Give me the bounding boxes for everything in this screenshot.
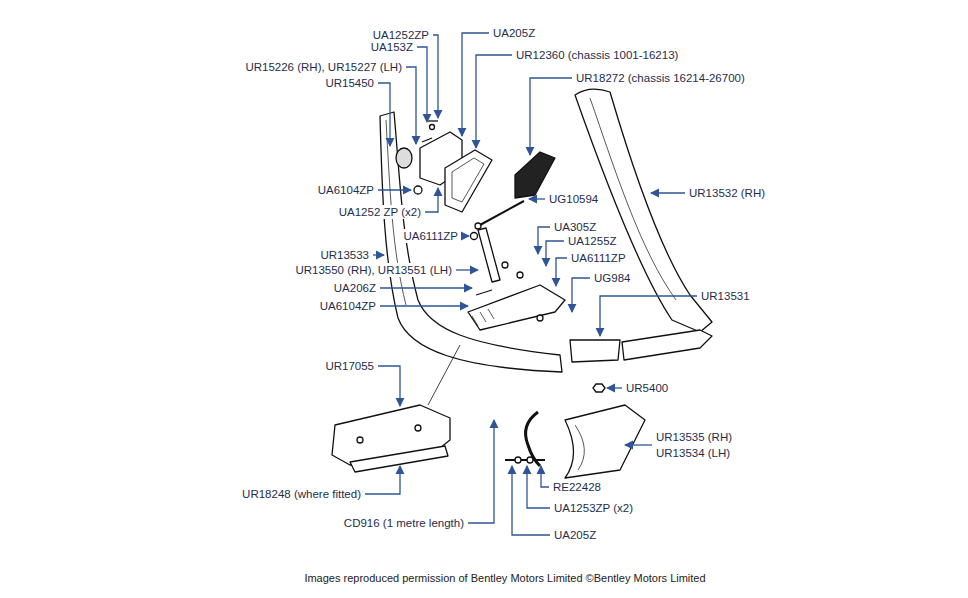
part-number: UA205Z [492, 26, 536, 40]
part-number: UA153Z [370, 40, 414, 54]
part-number: UG984 [593, 271, 631, 285]
part-number: UG10594 [548, 192, 599, 206]
part-number: UR13550 (RH), UR13551 (LH) [294, 263, 453, 277]
part-number: UR13532 (RH) [688, 186, 766, 200]
part-number: UA1253ZP (x2) [553, 501, 634, 515]
part-number: RE22428 [552, 480, 602, 494]
part-number: UA6104ZP [317, 183, 375, 197]
part-number: UR13533 [319, 248, 370, 262]
part-number: UR17055 [324, 359, 375, 373]
part-number: UR15226 (RH), UR15227 (LH) [244, 60, 403, 74]
part-number: UA205Z [553, 528, 597, 542]
copyright-caption: Images reproduced permission of Bentley … [304, 571, 705, 585]
part-number: UA305Z [553, 220, 597, 234]
part-number: UA1255Z [567, 234, 618, 248]
part-number: UR13535 (RH) [655, 430, 733, 444]
part-number: UA6111ZP [570, 251, 627, 265]
leader-lines [365, 33, 697, 535]
part-number: UR18272 (chassis 16214-26700) [575, 71, 746, 85]
part-number: UR5400 [625, 381, 669, 395]
part-number: UR15450 [324, 76, 375, 90]
part-number: UR13534 (LH) [655, 446, 731, 460]
part-number: UR13531 [700, 289, 751, 303]
part-number: UA206Z [333, 281, 377, 295]
part-number: UA6111ZP [402, 229, 459, 243]
part-number: CD916 (1 metre length) [343, 516, 465, 530]
part-number: UA1252 ZP (x2) [338, 205, 422, 219]
part-number: UA6104ZP [319, 299, 377, 313]
part-number: UR18248 (where fitted) [241, 487, 362, 501]
part-number: UR12360 (chassis 1001-16213) [515, 48, 679, 62]
